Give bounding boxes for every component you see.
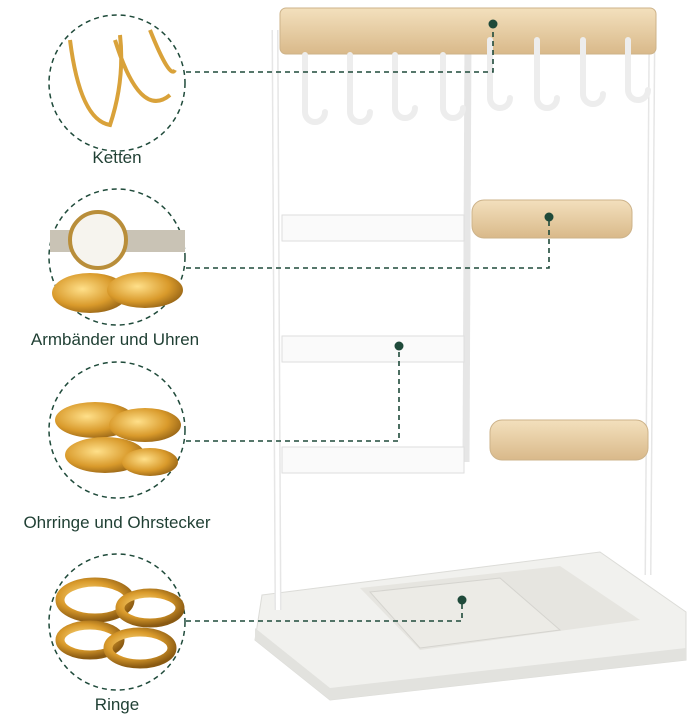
circle-rings (48, 553, 186, 691)
hooks (302, 37, 651, 125)
label-earrings: Ohrringe und Ohrstecker (23, 513, 211, 532)
label-rings: Ringe (94, 695, 140, 714)
connector-lines (186, 25, 550, 622)
top-wood-bar (279, 7, 657, 55)
connector-dots (394, 19, 554, 605)
tray (254, 551, 687, 701)
label-necklaces: Ketten (92, 148, 142, 167)
circle-earrings (48, 361, 186, 499)
circle-bracelets (48, 188, 186, 326)
circle-necklaces (48, 14, 186, 152)
frame (271, 29, 656, 611)
bracelet-rod-lower (489, 419, 649, 461)
label-bracelets: Armbänder und Uhren (30, 330, 200, 349)
earring-bars (281, 214, 465, 474)
